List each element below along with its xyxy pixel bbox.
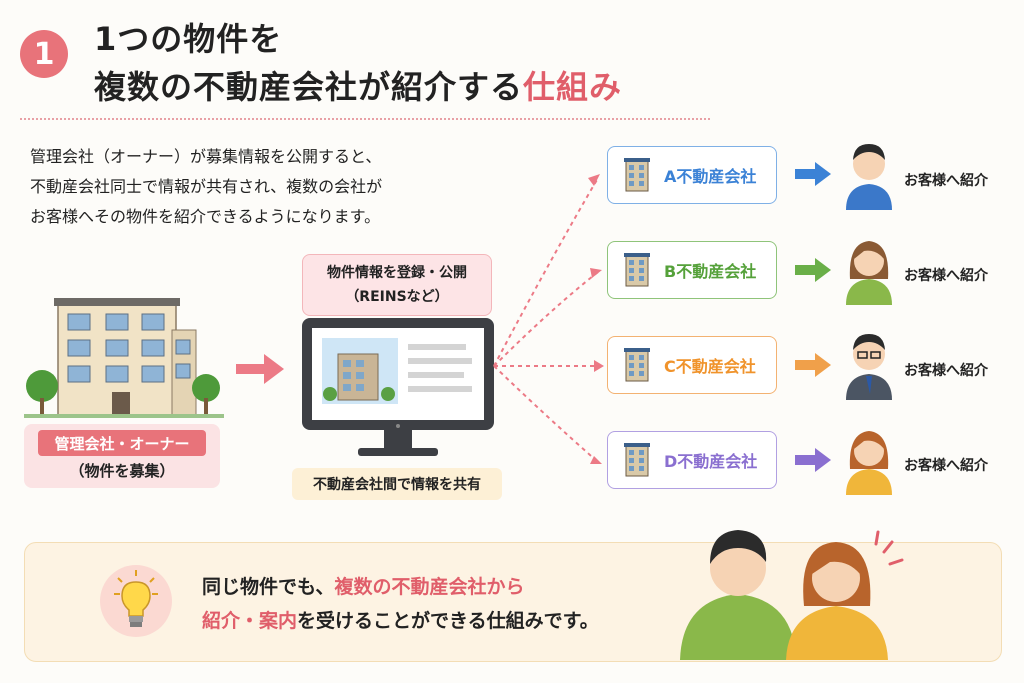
company-c-label: C不動産会社 <box>664 357 756 376</box>
arrow-right-icon <box>795 258 831 282</box>
referral-text-d: お客様へ紹介 <box>904 458 988 474</box>
company-d-card: D不動産会社 <box>607 431 777 489</box>
customer-woman-icon <box>846 241 892 305</box>
customer-businessman-icon <box>846 334 892 400</box>
referral-text-c: お客様へ紹介 <box>904 363 988 379</box>
page-title-line1: 1つの物件を <box>94 20 283 58</box>
building-icon <box>624 253 650 287</box>
company-a-label: A不動産会社 <box>664 167 757 186</box>
title-accent: 仕組み <box>523 68 623 106</box>
intro-line: お客様へその物件を紹介できるようになります。 <box>30 207 381 226</box>
registration-line1: 物件情報を登録・公開 <box>327 265 467 281</box>
summary-text: 同じ物件でも、複数の不動産会社から 紹介・案内を受けることができる仕組みです。 <box>202 570 599 638</box>
owner-sublabel: （物件を募集） <box>69 462 175 480</box>
title-divider <box>20 118 710 120</box>
arrow-right-icon <box>236 354 284 384</box>
customer-man-icon <box>846 144 892 210</box>
building-icon <box>624 443 650 477</box>
arrow-right-icon <box>795 353 831 377</box>
company-a-card: A不動産会社 <box>607 146 777 204</box>
summary-plain: 同じ物件でも、 <box>202 576 335 598</box>
summary-plain: を受けることができる仕組みです。 <box>297 610 599 632</box>
step-number-badge: 1 <box>20 30 68 78</box>
building-icon <box>624 158 650 192</box>
monitor-icon <box>302 318 494 456</box>
distribution-arrows <box>493 174 604 464</box>
page-title-line2: 複数の不動産会社が紹介する仕組み <box>94 62 622 108</box>
summary-line1: 同じ物件でも、複数の不動産会社から <box>202 570 599 604</box>
summary-line2: 紹介・案内を受けることができる仕組みです。 <box>202 604 599 638</box>
customer-woman-icon <box>846 431 892 495</box>
company-c-card: C不動産会社 <box>607 336 777 394</box>
referral-text-b: お客様へ紹介 <box>904 268 988 284</box>
couple-illustration <box>680 530 904 660</box>
intro-line: 不動産会社同士で情報が共有され、複数の会社が <box>30 177 383 196</box>
arrow-right-icon <box>795 162 831 186</box>
registration-box: 物件情報を登録・公開 （REINSなど） <box>302 254 492 316</box>
title-main: 複数の不動産会社が紹介する <box>94 68 524 106</box>
share-label: 不動産会社間で情報を共有 <box>292 468 502 500</box>
registration-line2: （REINSなど） <box>345 289 449 305</box>
company-d-label: D不動産会社 <box>664 452 758 471</box>
referral-text-a: お客様へ紹介 <box>904 173 988 189</box>
intro-line: 管理会社（オーナー）が募集情報を公開すると、 <box>30 147 382 166</box>
owner-label: 管理会社・オーナー <box>38 430 206 456</box>
summary-accent: 複数の不動産会社から <box>334 576 525 598</box>
company-b-card: B不動産会社 <box>607 241 777 299</box>
building-icon <box>624 348 650 382</box>
apartment-building-icon <box>24 298 224 418</box>
summary-accent: 紹介・案内 <box>202 610 298 632</box>
intro-text: 管理会社（オーナー）が募集情報を公開すると、 不動産会社同士で情報が共有され、複… <box>30 142 382 232</box>
lightbulb-icon <box>114 570 158 627</box>
company-b-label: B不動産会社 <box>664 262 757 281</box>
arrow-right-icon <box>795 448 831 472</box>
